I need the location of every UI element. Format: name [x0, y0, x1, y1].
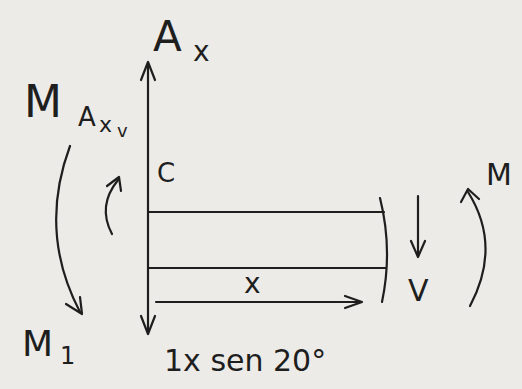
arrow-head: [107, 177, 121, 191]
load-expression: 1x sen 20°: [164, 346, 326, 376]
arrow-head-down: [411, 241, 425, 257]
axial-force-line: [147, 64, 149, 332]
moment-arrow-max: [106, 180, 118, 234]
moment-arrow-m1: [56, 146, 80, 312]
moment-arrow-m: [468, 192, 486, 306]
arrow-head-right: [345, 296, 362, 308]
subscript: 1: [60, 344, 75, 368]
arrow-head-down: [141, 316, 155, 334]
moment-symbol: M: [486, 160, 512, 190]
point-label: C: [157, 160, 175, 186]
shear-symbol: V: [408, 276, 429, 306]
beam-bottom-edge: [148, 267, 386, 269]
arrow-head: [66, 297, 82, 314]
arrow-head: [461, 189, 479, 202]
x-axis-arrow: [156, 301, 360, 303]
axis-label: x: [244, 270, 261, 298]
moment-symbol: M: [22, 326, 53, 362]
beam-top-edge: [148, 211, 384, 213]
subscript: v: [117, 122, 128, 140]
subscript: x: [99, 114, 112, 136]
moment-symbol: M: [24, 80, 62, 124]
shear-arrow: [417, 196, 419, 256]
subscript: x: [193, 38, 210, 66]
force-symbol: A: [153, 16, 182, 58]
beam-cut-end: [380, 198, 387, 302]
subscript: A: [78, 104, 96, 130]
arrow-head-up: [141, 62, 155, 80]
